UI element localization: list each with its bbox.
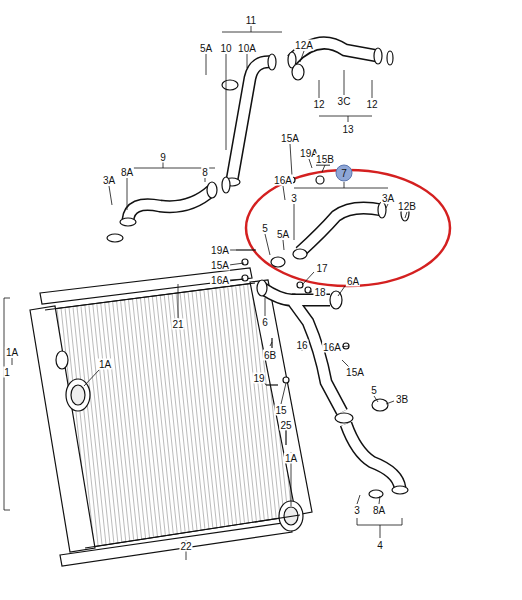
callout-number: 10 (219, 43, 232, 54)
callout-number: 16A (322, 342, 342, 353)
callout-number: 5 (370, 385, 378, 396)
callout-number: 1A (5, 347, 19, 358)
callout-number: 16A (273, 175, 293, 186)
callout-number: 16A (210, 275, 230, 286)
callout-number: 5A (276, 229, 290, 240)
callout-number: 3A (102, 175, 116, 186)
callout-number: 8A (120, 167, 134, 178)
clamps (107, 48, 409, 498)
callout-number: 4 (376, 540, 384, 551)
callout-number: 1A (98, 359, 112, 370)
callout-number: 15A (210, 260, 230, 271)
callout-number: 15A (280, 133, 300, 144)
callout-number: 3A (381, 193, 395, 204)
callout-number: 17 (315, 263, 328, 274)
highlight-ellipse (246, 170, 450, 286)
callout-number: 15B (315, 154, 335, 165)
callout-number: 3 (290, 193, 298, 204)
callout-number: 12 (365, 99, 378, 110)
callout-number: 8A (372, 505, 386, 516)
intercooler (30, 268, 312, 566)
callout-number: 11 (245, 15, 257, 26)
bolts (236, 165, 330, 445)
callout-number: 16 (295, 340, 308, 351)
callout-number: 12B (397, 201, 417, 212)
callout-number: 6A (346, 276, 360, 287)
callout-number: 21 (171, 319, 184, 330)
callout-number: 3C (337, 96, 352, 107)
callout-number: 3 (353, 505, 361, 516)
callout-number: 19A (210, 245, 230, 256)
callout-number: 5 (261, 223, 269, 234)
callout-number: 10A (237, 43, 257, 54)
callout-number: 18 (313, 287, 326, 298)
callout-number: 15 (274, 405, 287, 416)
callout-number: 7 (340, 168, 348, 179)
callout-number: 12 (312, 99, 325, 110)
callout-number: 6B (263, 350, 277, 361)
callout-number: 15A (345, 367, 365, 378)
callout-number: 19 (252, 373, 265, 384)
callout-number: 12A (294, 40, 314, 51)
callout-number: 3B (395, 394, 409, 405)
callout-number: 8 (201, 167, 209, 178)
leader-lines (4, 26, 407, 560)
callout-number: 1A (284, 453, 298, 464)
highlight-dot (336, 165, 352, 181)
callout-number: 13 (341, 124, 354, 135)
callout-number: 5A (199, 43, 213, 54)
callout-number: 22 (179, 541, 192, 552)
callout-number: 9 (159, 152, 167, 163)
callout-number: 25 (279, 420, 292, 431)
callout-number: 1 (3, 367, 11, 378)
callout-number: 6 (261, 317, 269, 328)
